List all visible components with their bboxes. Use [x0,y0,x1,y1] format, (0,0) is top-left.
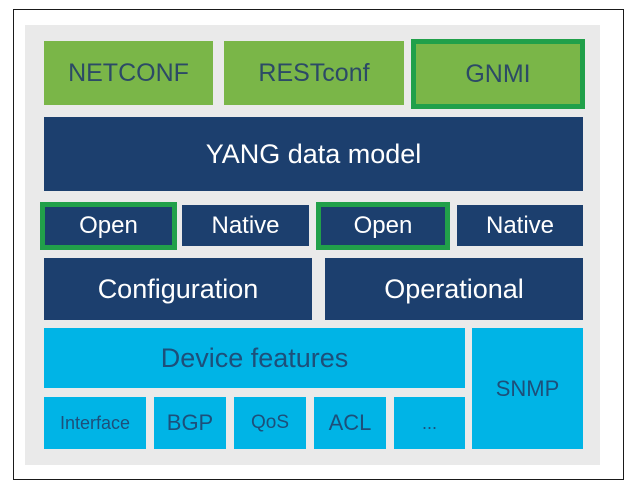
protocol-netconf: NETCONF [44,41,213,105]
feature-qos-label: QoS [250,412,290,433]
feature-acl: ACL [314,397,386,449]
model-native-1-label: Native [211,211,280,239]
yang-data-model: YANG data model [44,117,583,191]
category-configuration: Configuration [44,258,312,320]
feature-interface: Interface [44,397,146,449]
protocol-netconf-label: NETCONF [68,58,189,87]
model-open-1-label: Open [79,212,138,239]
protocol-gnmi: GNMI [411,39,585,109]
model-native-2-label: Native [485,211,555,239]
device-features-label: Device features [160,342,349,373]
model-open-2: Open [316,202,450,250]
feature-qos: QoS [234,397,306,449]
model-open-1: Open [40,202,177,250]
category-configuration-label: Configuration [97,273,259,304]
feature-interface-label: Interface [59,412,131,433]
category-operational-label: Operational [384,273,524,304]
category-operational: Operational [325,258,583,320]
yang-data-model-label: YANG data model [205,138,422,169]
feature-bgp-label: BGP [166,410,214,435]
model-open-2-label: Open [353,212,413,239]
protocol-restconf-label: RESTconf [258,58,370,87]
snmp-block: SNMP [472,328,583,449]
feature-bgp: BGP [154,397,226,449]
device-features: Device features [44,328,465,388]
feature-more-label: ... [421,412,437,433]
feature-more: ... [394,397,465,449]
model-native-2: Native [457,205,583,246]
protocol-restconf: RESTconf [224,41,404,105]
protocol-gnmi-label: GNMI [465,59,531,88]
feature-acl-label: ACL [328,410,372,435]
snmp-label: SNMP [495,375,560,401]
model-native-1: Native [182,205,309,246]
